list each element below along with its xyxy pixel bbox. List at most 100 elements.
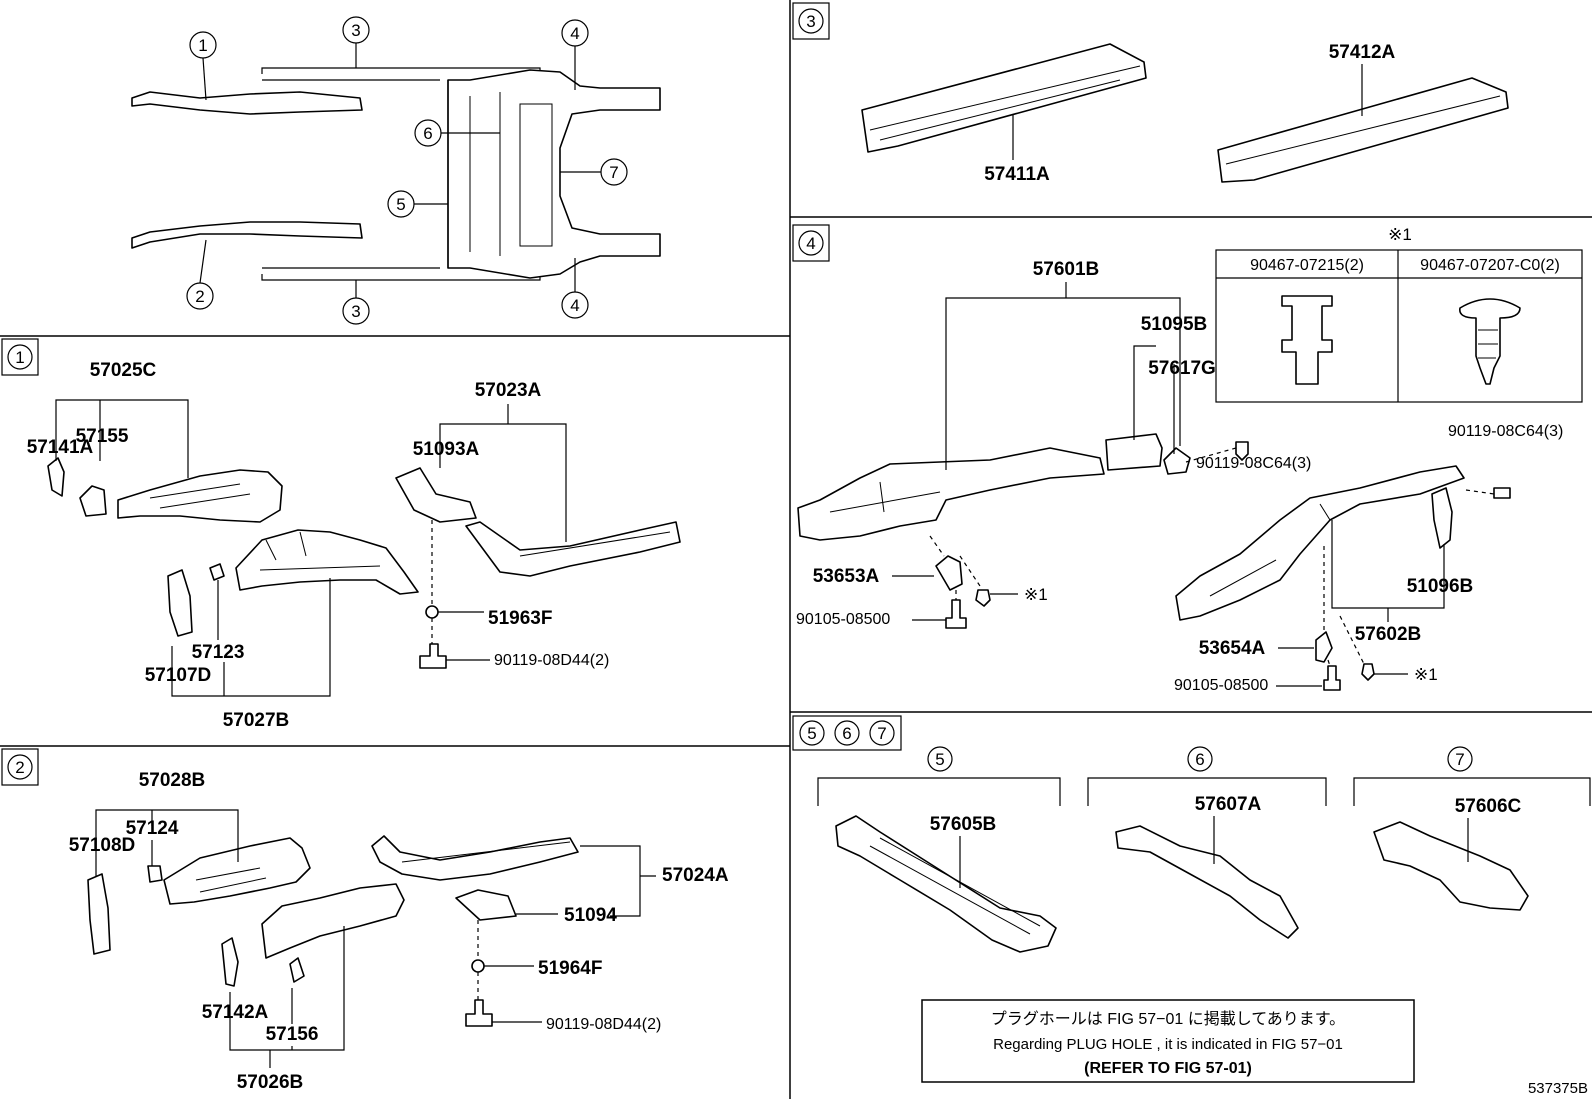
part-90119-08D44-bolt-2 [465,999,493,1027]
label-90119-08C64-right: 90119-08C64(3) [1448,423,1563,440]
label-51095B: 51095B [1141,314,1208,335]
label-57023A: 57023A [475,380,542,401]
label-57605B: 57605B [930,814,997,835]
part-90105-08500-bolt-1 [945,599,967,629]
part-57027B-shape [235,529,419,595]
label-57108D: 57108D [69,835,136,856]
overview-rocker-lower [261,274,541,281]
part-57124-shape [147,865,163,883]
part-51095B-shape [1105,433,1163,471]
part-57024A-shape [371,835,579,881]
part-53654A-shape [1315,631,1333,663]
note-mark-1: ※1 [1024,585,1048,604]
section-3: 3 57411A 57412A [792,2,1509,185]
note-jp: プラグホールは FIG 57−01 に掲載してあります。 [991,1010,1345,1028]
section-5-tag: 5 [807,724,816,743]
section-1: 1 57025C 57141A 57155 57023A 51093A 5712… [1,338,681,731]
part-57123-shape [209,563,225,581]
part-51964F-shape [471,959,485,973]
label-53653A: 53653A [813,566,880,587]
callout-2: 2 [195,287,204,306]
label-57028B: 57028B [139,770,206,791]
part-57155-shape [79,485,107,517]
clip-bolt-1 [975,589,991,607]
part-51093A-shape [395,467,477,523]
part-57025C-shape [117,469,283,523]
part-51963F-shape [425,605,439,619]
part-51094-shape [455,889,517,921]
note-mark-2: ※1 [1414,665,1438,684]
part-57601B-shape [797,447,1105,541]
label-57602B: 57602B [1355,624,1422,645]
label-90119-08D44-1: 90119-08D44(2) [494,652,609,669]
section-1-tag: 1 [15,348,24,367]
section-7-tag: 7 [877,724,886,743]
part-57607A-shape [1115,825,1299,939]
group-6-head: 6 [1195,750,1204,769]
callout-7: 7 [609,163,618,182]
part-53653A-shape [935,555,963,591]
section-6-tag: 6 [842,724,851,743]
label-51093A: 51093A [413,439,480,460]
part-57028B-shape [163,837,311,905]
callout-3-upper: 3 [351,21,360,40]
label-57156: 57156 [266,1024,319,1045]
part-51096B-shape [1431,487,1453,549]
label-90105-08500-2: 90105-08500 [1174,677,1268,694]
part-57605B-shape [835,815,1057,953]
overview-rocker-upper [261,67,541,74]
label-57025C: 57025C [90,360,157,381]
clip-90467-07207-shape [1459,298,1521,385]
clip-bolt-2 [1361,663,1375,681]
section-2-tag: 2 [15,758,24,777]
label-57142A: 57142A [202,1002,269,1023]
overview-front-rail-right [131,221,363,249]
section-567: 5 6 7 5 6 7 57605B 57607A 57606C プラグホールは… [792,715,1591,1083]
part-57606C-shape [1373,821,1529,911]
label-57024A: 57024A [662,865,729,886]
part-57156-shape [289,957,305,983]
overview-front-rail-left [131,91,363,115]
table-note-mark: ※1 [1388,225,1412,244]
underbody-overview [131,67,661,281]
label-57617G: 57617G [1148,358,1216,379]
label-57412A: 57412A [1329,42,1396,63]
part-90119-08D44-bolt-1 [419,643,447,669]
callout-3-lower: 3 [351,302,360,321]
callout-4-lower: 4 [570,296,579,315]
label-57123: 57123 [192,642,245,663]
note-box [921,999,1415,1083]
clip-table-col2: 90467-07207-C0(2) [1420,257,1560,274]
part-57023A-shape [465,521,681,577]
part-90105-08500-bolt-2 [1323,665,1341,691]
figure-id: 537375B [1528,1080,1588,1097]
part-57026B-shape [261,883,405,959]
overview-center-floor [447,69,661,279]
note-en: Regarding PLUG HOLE , it is indicated in… [993,1036,1343,1053]
label-57107D: 57107D [145,665,212,686]
group-5-head: 5 [935,750,944,769]
part-57141A-shape [47,457,65,497]
clip-table [1215,249,1583,403]
section-4-tag: 4 [806,234,815,253]
label-53654A: 53654A [1199,638,1266,659]
label-57601B: 57601B [1033,259,1100,280]
overview-callouts: 1 3 4 6 7 5 2 3 4 [186,16,628,325]
callout-4-upper: 4 [570,24,579,43]
label-57124: 57124 [126,818,179,839]
section-2: 2 57028B 57124 57108D 57024A 51094 51964… [1,748,729,1093]
label-90119-08C64-left: 90119-08C64(3) [1196,455,1311,472]
callout-1: 1 [198,36,207,55]
label-57411A: 57411A [984,164,1050,185]
callout-5: 5 [396,195,405,214]
label-51963F: 51963F [488,608,552,629]
clip-90467-07215-shape [1281,295,1333,385]
callout-6: 6 [423,124,432,143]
label-51964F: 51964F [538,958,602,979]
label-51094: 51094 [564,905,617,926]
part-57617G-shape [1163,447,1191,475]
note-ref: (REFER TO FIG 57-01) [1084,1060,1252,1077]
part-57142A-shape [221,937,239,987]
